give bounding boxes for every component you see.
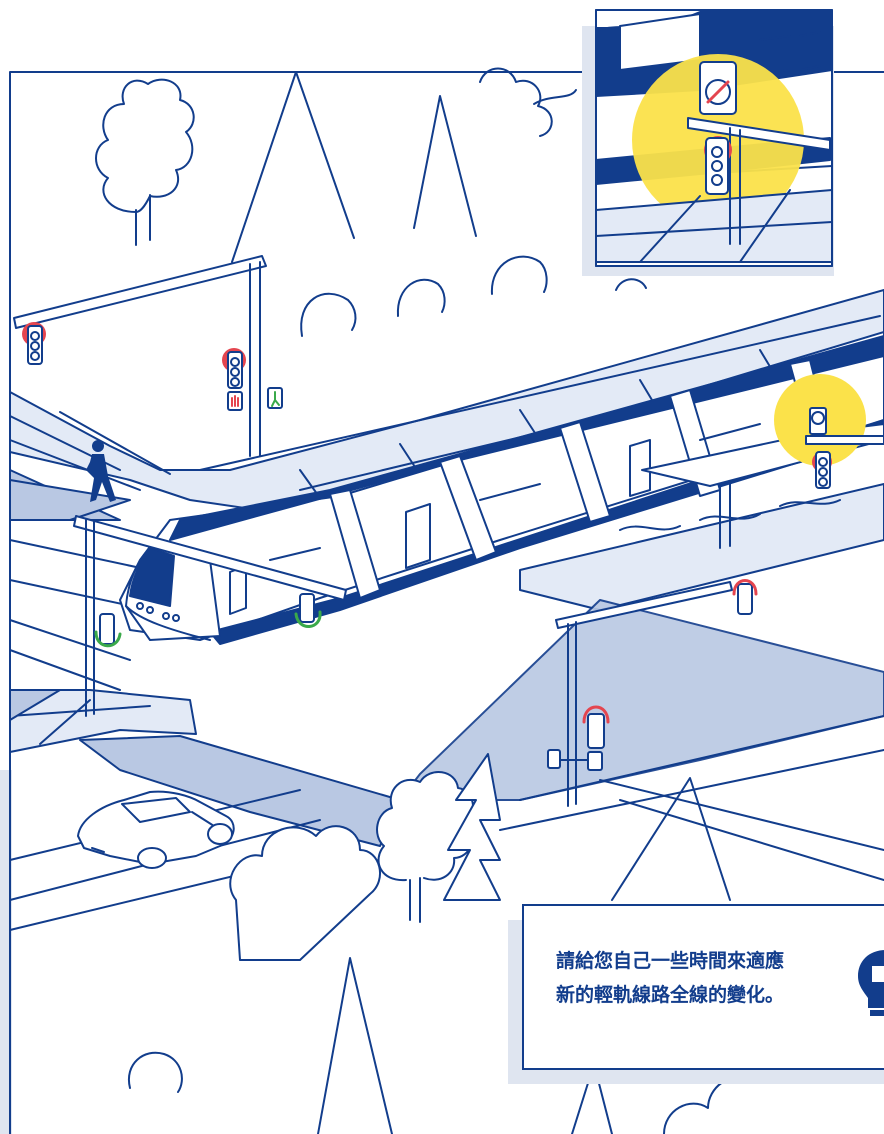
inset-signal-detail [582,9,834,276]
traffic-signals [22,322,884,771]
background-trees [95,67,647,337]
traffic-signal-icon [94,613,122,648]
signal-gantries [13,255,733,807]
foreground-trees [127,753,753,1134]
message-line-2: 新的輕軌線路全線的變化。 [556,984,785,1006]
pedestrian-icon [86,440,116,502]
traffic-signal-icon [774,374,884,489]
walk-signal-icon [267,387,283,409]
message-card: 請給您自己一些時間來適應 新的輕軌線路全線的變化。 [522,904,884,1070]
dont-walk-hand-icon [227,391,243,411]
car [77,790,235,869]
message-text: 請給您自己一些時間來適應 新的輕軌線路全線的變化。 [556,944,856,1012]
message-line-1: 請給您自己一些時間來適應 [556,950,785,972]
traffic-signal-icon [22,322,46,365]
traffic-signal-icon [294,593,322,628]
traffic-signal-icon [547,705,610,771]
traffic-signal-icon [732,579,758,615]
lightbulb-icon [858,950,884,1016]
traffic-signal-icon [222,348,246,389]
